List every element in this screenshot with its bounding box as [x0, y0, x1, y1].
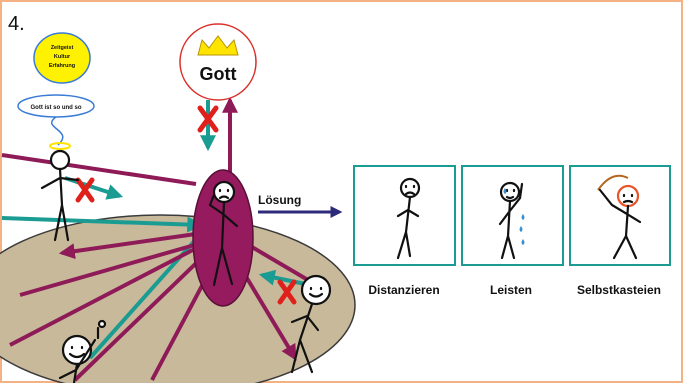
solution-label: Lösung: [258, 193, 301, 207]
panel-leisten: [462, 166, 563, 265]
panel-label-distanzieren: Distanzieren: [368, 283, 439, 297]
step-number: 4.: [8, 13, 25, 35]
panel-label-selbstkasteien: Selbstkasteien: [577, 283, 661, 297]
bubble-line-1: Zeitgeist: [51, 45, 74, 51]
panel-selbstkasteien: [570, 166, 670, 265]
person-oval: [193, 170, 253, 306]
god-circle: Gott: [180, 24, 256, 100]
god-label: Gott: [200, 64, 237, 84]
panel-label-leisten: Leisten: [490, 283, 532, 297]
panel-distanzieren: [354, 166, 455, 265]
bubble-line-3: Erfahrung: [49, 63, 75, 69]
halo-text: Gott ist so und so: [31, 105, 82, 111]
bubble-line-2: Kultur: [54, 54, 71, 60]
